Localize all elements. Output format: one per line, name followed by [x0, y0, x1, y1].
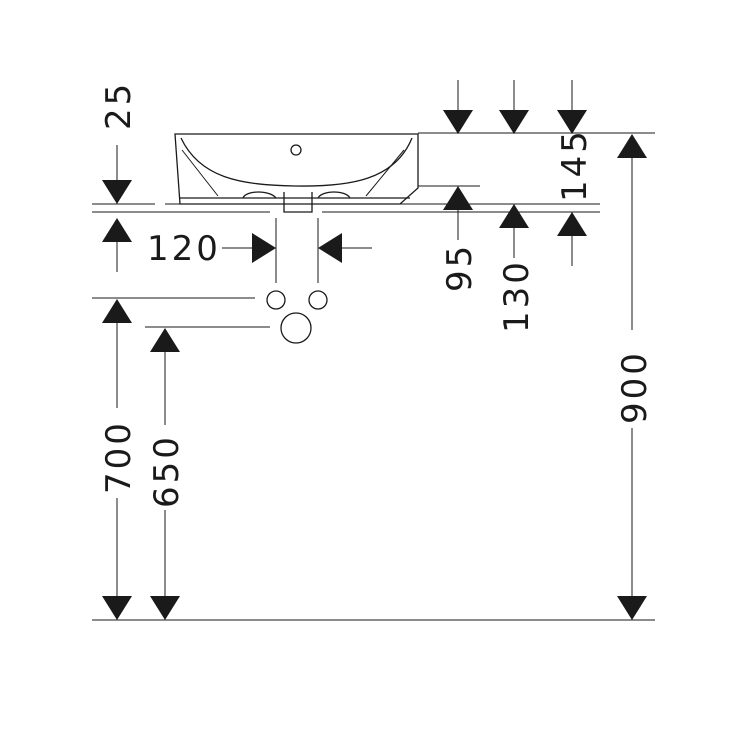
dim-text-145: 145 [555, 128, 595, 202]
dim-text-700: 700 [99, 420, 139, 494]
dimension-25: 25 [99, 81, 139, 272]
dimension-700: 700 [99, 299, 139, 620]
dim-text-130: 130 [497, 259, 537, 333]
supply-valves [266, 290, 328, 344]
dim-text-25: 25 [99, 81, 139, 130]
dimension-145: 145 [555, 128, 595, 266]
dimension-900: 900 [615, 134, 655, 620]
dim-text-120: 120 [147, 229, 221, 269]
dimension-650: 650 [147, 328, 187, 620]
dim-text-95: 95 [440, 243, 480, 292]
dim-text-650: 650 [147, 434, 187, 508]
basin-outline [174, 133, 419, 205]
drain-pipe [283, 192, 313, 213]
dimension-95: 95 [440, 186, 480, 292]
dimension-120: 120 [147, 229, 372, 269]
reference-lines [92, 132, 655, 621]
dim-text-900: 900 [615, 350, 655, 424]
top-arrows [443, 80, 587, 134]
dimension-130: 130 [497, 204, 537, 333]
